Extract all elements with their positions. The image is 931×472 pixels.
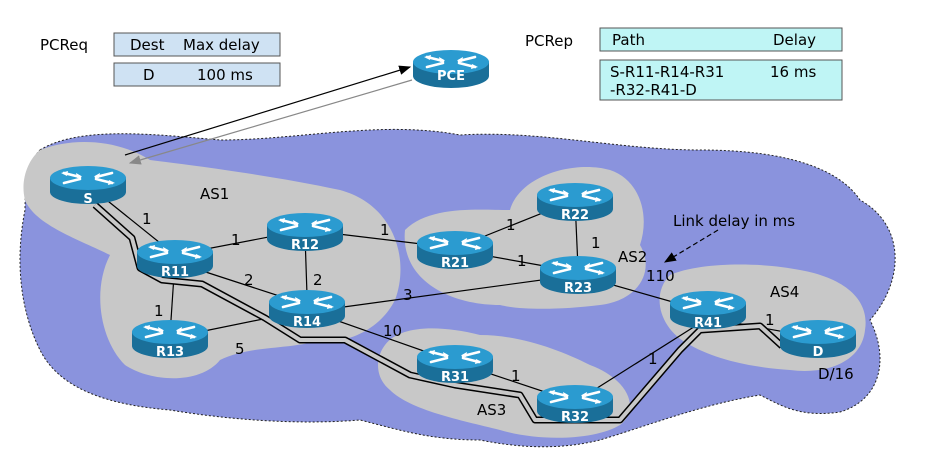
pcrep-header-box bbox=[599, 27, 843, 52]
delay-r11-r14: 2 bbox=[244, 271, 254, 289]
pcreq-dest: D bbox=[143, 66, 155, 84]
delay-r23-r41: 110 bbox=[646, 267, 675, 285]
router-r31-label: R31 bbox=[441, 370, 469, 385]
router-r31: R31 bbox=[415, 343, 495, 385]
delay-r11-r13: 1 bbox=[154, 302, 164, 320]
as2-label: AS2 bbox=[618, 248, 647, 266]
router-pce: PCE bbox=[411, 48, 491, 90]
router-r32: R32 bbox=[535, 383, 615, 425]
router-r21-label: R21 bbox=[441, 256, 469, 271]
router-r14: R14 bbox=[267, 288, 347, 330]
as4-label: AS4 bbox=[770, 283, 799, 301]
as1-label: AS1 bbox=[200, 185, 229, 203]
annotation-arrow bbox=[663, 229, 719, 263]
pcreq-value-box bbox=[113, 62, 281, 87]
pcrep-header-delay: Delay bbox=[773, 31, 816, 49]
router-r23-label: R23 bbox=[564, 281, 592, 296]
pcreq-arrow bbox=[124, 65, 412, 156]
router-d: D bbox=[778, 318, 858, 360]
router-r22-label: R22 bbox=[561, 208, 589, 223]
delay-r12-r21: 1 bbox=[380, 221, 390, 239]
router-d-label: D bbox=[813, 345, 824, 360]
pcrep-path-line2: -R32-R41-D bbox=[610, 81, 697, 99]
router-r11: R11 bbox=[135, 238, 215, 280]
router-s-label: S bbox=[83, 192, 92, 207]
router-r23: R23 bbox=[538, 254, 618, 296]
router-r21: R21 bbox=[415, 229, 495, 271]
prefix-label: D/16 bbox=[818, 365, 854, 383]
delay-r32-r41: 1 bbox=[648, 350, 658, 368]
router-r11-label: R11 bbox=[161, 265, 189, 280]
pcreq-header-box bbox=[113, 32, 281, 57]
delay-r22-r23: 1 bbox=[591, 234, 601, 252]
pcreq-delay: 100 ms bbox=[197, 66, 253, 84]
delay-r41-d: 1 bbox=[765, 311, 775, 329]
delay-s-r11: 1 bbox=[142, 210, 152, 228]
delay-r14-r31: 10 bbox=[383, 322, 402, 340]
router-r22: R22 bbox=[535, 181, 615, 223]
delay-r31-r32: 1 bbox=[511, 367, 521, 385]
delay-r13-r14: 5 bbox=[235, 340, 245, 358]
router-r13: R13 bbox=[130, 318, 210, 360]
pcrep-value-box bbox=[599, 59, 843, 101]
link-delay-annotation: Link delay in ms bbox=[673, 212, 795, 230]
router-r14-label: R14 bbox=[293, 315, 321, 330]
router-r12: R12 bbox=[265, 211, 345, 253]
delay-r12-r14: 2 bbox=[313, 271, 323, 289]
pcreq-label: PCReq bbox=[40, 36, 88, 54]
as3-label: AS3 bbox=[477, 401, 506, 419]
pcrep-arrow bbox=[128, 79, 413, 165]
router-r41-label: R41 bbox=[694, 316, 722, 331]
delay-r21-r22: 1 bbox=[506, 216, 516, 234]
pcrep-path-line1: S-R11-R14-R31 bbox=[610, 63, 724, 81]
delay-r11-r12: 1 bbox=[231, 231, 241, 249]
link-delay-labels: 1 1 1 2 2 5 1 1 1 1 3 10 110 1 1 1 bbox=[142, 210, 775, 385]
router-r41: R41 bbox=[668, 289, 748, 331]
pcrep-label: PCRep bbox=[525, 32, 573, 50]
router-r32-label: R32 bbox=[561, 410, 589, 425]
router-r12-label: R12 bbox=[291, 238, 319, 253]
router-r13-label: R13 bbox=[156, 345, 184, 360]
pcrep-header-path: Path bbox=[612, 31, 645, 49]
router-pce-label: PCE bbox=[437, 69, 465, 84]
pcreq-header-delay: Max delay bbox=[183, 36, 260, 54]
delay-r14-r23: 3 bbox=[403, 286, 413, 304]
pcreq-header-dest: Dest bbox=[130, 36, 165, 54]
router-s: S bbox=[48, 164, 128, 207]
pcrep-delay: 16 ms bbox=[770, 63, 816, 81]
delay-r21-r23: 1 bbox=[517, 252, 527, 270]
